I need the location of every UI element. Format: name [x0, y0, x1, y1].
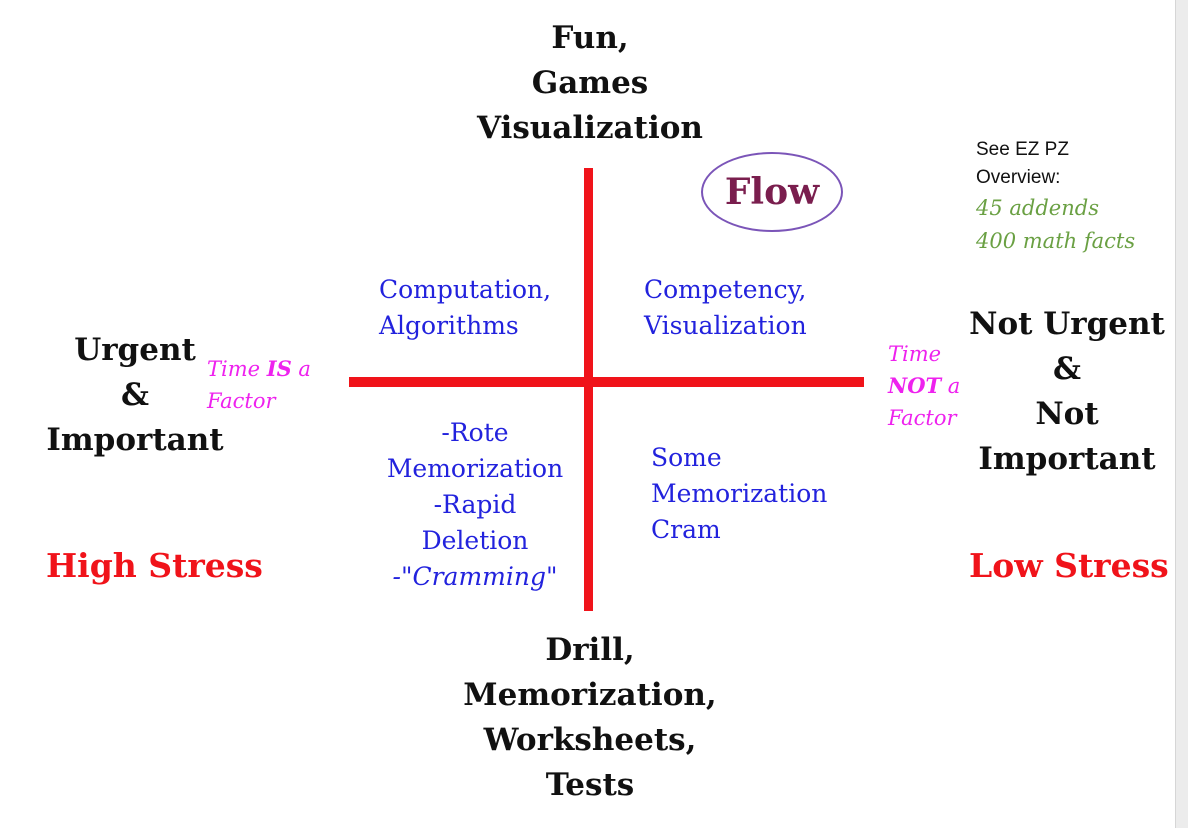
high-stress-label: High Stress [46, 546, 263, 585]
flow-ellipse: Flow [701, 152, 843, 232]
quadrant-top-right: Competency,Visualization [644, 275, 807, 340]
left-time-note: Time IS a Factor [207, 356, 311, 413]
flow-label: Flow [724, 171, 820, 213]
horizontal-axis [349, 377, 864, 387]
left-pole-label: Urgent&Important [46, 332, 224, 458]
low-stress-label: Low Stress [969, 546, 1169, 585]
right-time-note: Time NOT a Factor [888, 342, 961, 430]
quadrant-top-left: Computation,Algorithms [379, 275, 552, 340]
bottom-pole-label: Drill,Memorization,Worksheets,Tests [463, 632, 717, 803]
vertical-axis [584, 168, 593, 611]
overview-note: See EZ PZ Overview: 45 addends 400 math … [976, 139, 1136, 253]
page-edge [1175, 0, 1188, 828]
